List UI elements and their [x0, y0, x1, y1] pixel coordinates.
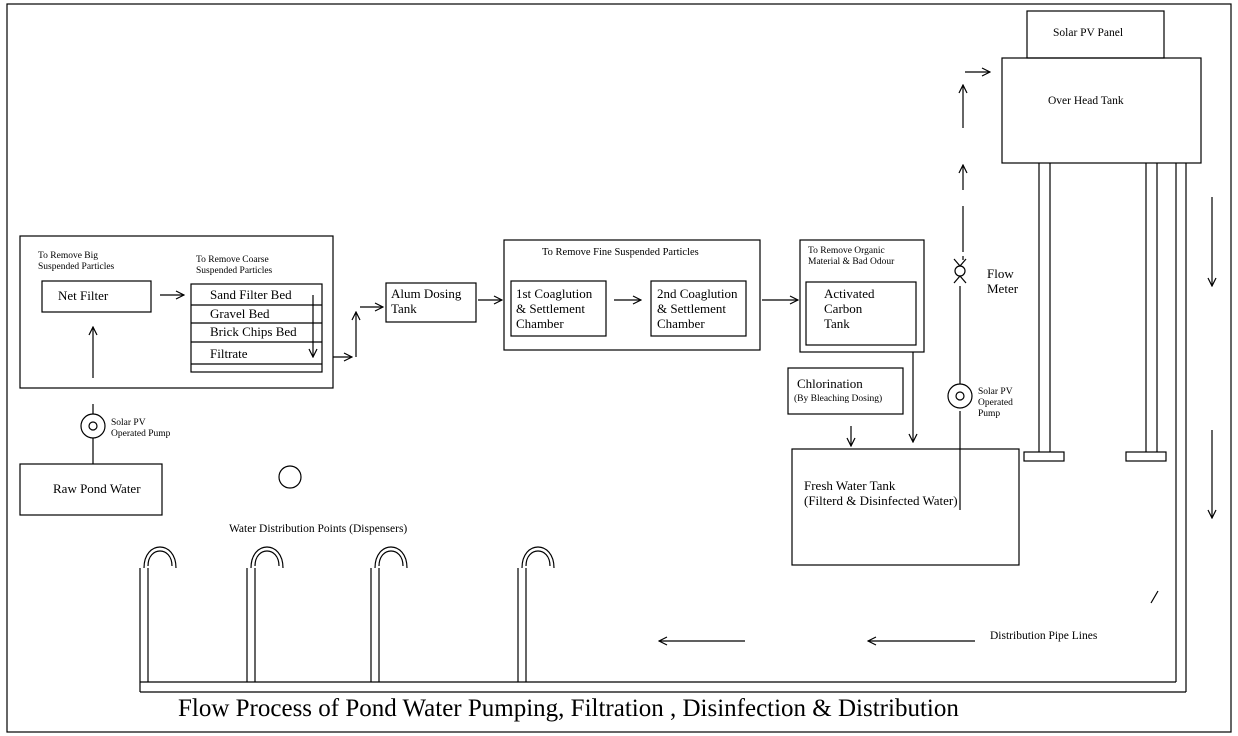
chamber1-box: [510, 280, 607, 337]
pump1-label: Solar PV Operated Pump: [111, 418, 171, 439]
layered-filter-box: [190, 283, 323, 373]
flow-meter-label: Flow Meter: [987, 266, 1019, 296]
sand-filter-layer: Sand Filter Bed: [210, 287, 292, 302]
coagulation-box: [503, 239, 761, 351]
carbon-tank-box: [805, 281, 917, 346]
net-filter-label: Net Filter: [58, 288, 109, 303]
carbon-heading: To Remove Organic Material & Bad Odour: [808, 246, 895, 267]
layered-filter-heading: To Remove Coarse Suspended Particles: [196, 255, 273, 276]
chamber1-label: 1st Coaglution & Settlement Chamber: [516, 286, 593, 331]
fresh-water-tank-label: Fresh Water Tank (Filterd & Disinfected …: [804, 478, 958, 508]
raw-water-label: Raw Pond Water: [53, 481, 141, 496]
alum-tank-label: Alum Dosing Tank: [391, 286, 462, 316]
pump2-label: Solar PV Operated Pump: [978, 387, 1013, 419]
chlorination-box: [787, 367, 904, 415]
diagram-caption: Flow Process of Pond Water Pumping, Filt…: [178, 695, 959, 722]
solar-panel-label: Solar PV Panel: [1053, 27, 1124, 39]
overhead-tank-box: [1001, 57, 1202, 164]
carbon-outer-box: [799, 239, 925, 353]
filtrate-layer: Filtrate: [210, 346, 248, 361]
fresh-water-tank-box: [791, 448, 1020, 566]
page-border: [6, 3, 1232, 733]
chamber2-label: 2nd Coaglution & Settlement Chamber: [657, 286, 738, 331]
filtration-box: [19, 235, 334, 389]
gravel-layer: Gravel Bed: [210, 306, 270, 321]
dispensers-label: Water Distribution Points (Dispensers): [229, 523, 408, 535]
net-filter-heading: To Remove Big Suspended Particles: [38, 251, 115, 272]
pipelines-label: Distribution Pipe Lines: [990, 630, 1098, 642]
alum-tank-box: [385, 282, 477, 323]
coagulation-heading: To Remove Fine Suspended Particles: [542, 247, 699, 258]
net-filter-box: [41, 280, 152, 313]
raw-water-box: [19, 463, 163, 516]
chlorination-sublabel: (By Bleaching Dosing): [794, 394, 883, 404]
brick-chips-layer: Brick Chips Bed: [210, 324, 297, 339]
chlorination-label: Chlorination: [797, 376, 863, 391]
chamber2-box: [650, 280, 747, 337]
overhead-tank-label: Over Head Tank: [1048, 95, 1124, 107]
carbon-tank-label: Activated Carbon Tank: [824, 286, 875, 331]
